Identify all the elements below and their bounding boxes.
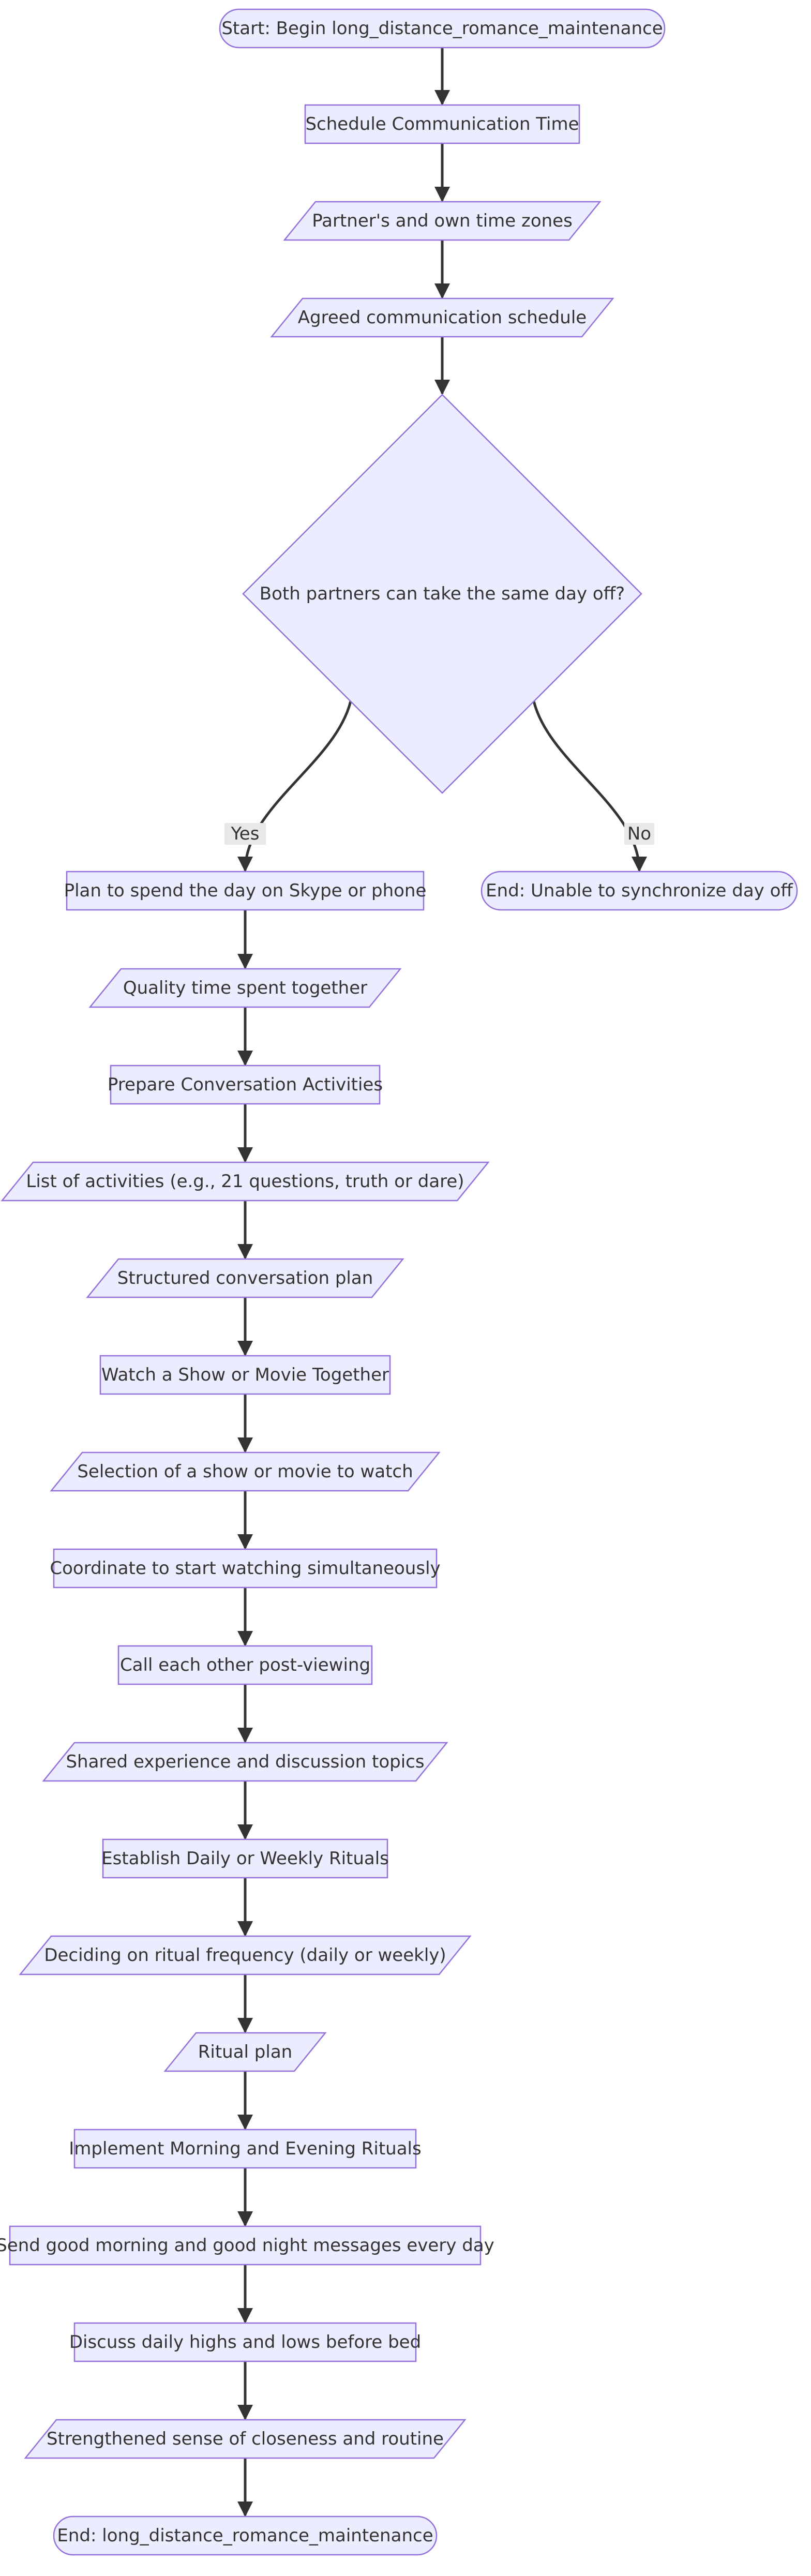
node-label: End: Unable to synchronize day off — [486, 880, 793, 901]
node-shape-diamond — [242, 394, 642, 794]
edge-label-yes: Yes — [231, 823, 260, 844]
node-label: Schedule Communication Time — [305, 114, 579, 134]
node-shape-rect — [73, 2129, 417, 2169]
node-shape-parallelogram — [270, 297, 614, 338]
node-plan-day: Plan to spend the day on Skype or phone — [64, 871, 427, 911]
node-shape-parallelogram — [19, 1935, 472, 1975]
node-shape-rect — [53, 1548, 438, 1589]
node-label: Watch a Show or Movie Together — [101, 1365, 389, 1385]
node-label: Coordinate to start watching simultaneou… — [50, 1558, 440, 1579]
edges-layer: Yes No — [224, 48, 654, 2517]
node-shape-parallelogram — [1, 1161, 490, 1202]
edge-label-background — [624, 823, 654, 845]
node-quality: Quality time spent together — [88, 968, 402, 1008]
node-shape-parallelogram — [163, 2032, 327, 2072]
node-label: Call each other post-viewing — [120, 1655, 370, 1675]
node-selection: Selection of a show or movie to watch — [50, 1451, 441, 1492]
node-frequency: Deciding on ritual frequency (daily or w… — [19, 1935, 472, 1975]
node-shared: Shared experience and discussion topics — [42, 1742, 448, 1782]
node-label: Establish Daily or Weekly Rituals — [101, 1848, 389, 1869]
node-label: Deciding on ritual frequency (daily or w… — [44, 1945, 446, 1966]
node-label: End: long_distance_romance_maintenance — [57, 2525, 433, 2546]
node-label: List of activities (e.g., 21 questions, … — [26, 1171, 464, 1192]
edge-label-background — [224, 823, 266, 845]
node-label: Discuss daily highs and lows before bed — [69, 2332, 421, 2353]
node-shape-stadium — [219, 8, 666, 49]
node-coordinate: Coordinate to start watching simultaneou… — [50, 1548, 441, 1589]
node-label: Plan to spend the day on Skype or phone — [64, 880, 427, 901]
node-label: Structured conversation plan — [117, 1268, 373, 1289]
node-watch: Watch a Show or Movie Together — [99, 1355, 391, 1395]
edge-line — [237, 701, 352, 872]
edge-line — [532, 701, 647, 872]
edge-decision-to-plan-day: Yes — [224, 701, 352, 872]
node-shape-rect — [9, 2225, 482, 2266]
edge-label-no: No — [627, 823, 651, 844]
node-shape-parallelogram — [283, 201, 602, 241]
node-shape-parallelogram — [88, 968, 402, 1008]
node-end-unable: End: Unable to synchronize day off — [480, 871, 798, 911]
edge-decision-to-end-unable: No — [532, 701, 654, 872]
node-label: Prepare Conversation Activities — [108, 1074, 383, 1095]
node-label: Send good morning and good night message… — [0, 2235, 494, 2256]
node-label: Implement Morning and Evening Rituals — [69, 2138, 421, 2159]
node-shape-rect — [66, 871, 425, 911]
node-shape-rect — [102, 1838, 388, 1879]
node-label: Selection of a show or movie to watch — [77, 1461, 413, 1482]
node-shape-rect — [117, 1645, 373, 1685]
node-label: Partner's and own time zones — [312, 211, 573, 231]
node-implement: Implement Morning and Evening Rituals — [69, 2129, 422, 2169]
node-shape-parallelogram — [86, 1258, 404, 1298]
node-shape-rect — [304, 104, 580, 144]
node-timezones: Partner's and own time zones — [283, 201, 602, 241]
node-shape-parallelogram — [50, 1451, 441, 1492]
node-activities: List of activities (e.g., 21 questions, … — [1, 1161, 490, 1202]
node-label: Agreed communication schedule — [298, 307, 587, 328]
node-messages: Send good morning and good night message… — [0, 2225, 494, 2266]
node-closeness: Strengthened sense of closeness and rout… — [24, 2419, 467, 2459]
node-shape-rect — [99, 1355, 391, 1395]
node-shape-rect — [110, 1065, 381, 1105]
node-schedule: Schedule Communication Time — [304, 104, 580, 144]
node-highs: Discuss daily highs and lows before bed — [69, 2322, 421, 2362]
node-establish: Establish Daily or Weekly Rituals — [101, 1838, 389, 1879]
node-label: Ritual plan — [198, 2042, 292, 2062]
node-decision: Both partners can take the same day off? — [242, 394, 642, 794]
node-prepare: Prepare Conversation Activities — [108, 1065, 383, 1105]
node-label: Strengthened sense of closeness and rout… — [47, 2429, 444, 2449]
node-end: End: long_distance_romance_maintenance — [53, 2515, 438, 2556]
node-ritual-plan: Ritual plan — [163, 2032, 327, 2072]
node-label: Quality time spent together — [123, 978, 367, 998]
node-label: Both partners can take the same day off? — [260, 583, 625, 604]
node-agreed: Agreed communication schedule — [270, 297, 614, 338]
node-label: Shared experience and discussion topics — [66, 1751, 424, 1772]
node-shape-stadium — [480, 871, 798, 911]
node-label: Start: Begin long_distance_romance_maint… — [221, 18, 663, 39]
nodes-layer: Start: Begin long_distance_romance_maint… — [0, 8, 798, 2556]
node-shape-parallelogram — [42, 1742, 448, 1782]
node-call: Call each other post-viewing — [117, 1645, 373, 1685]
node-start: Start: Begin long_distance_romance_maint… — [219, 8, 666, 49]
node-structured: Structured conversation plan — [86, 1258, 404, 1298]
node-shape-stadium — [53, 2515, 438, 2556]
node-shape-rect — [73, 2322, 417, 2362]
node-shape-parallelogram — [24, 2419, 467, 2459]
